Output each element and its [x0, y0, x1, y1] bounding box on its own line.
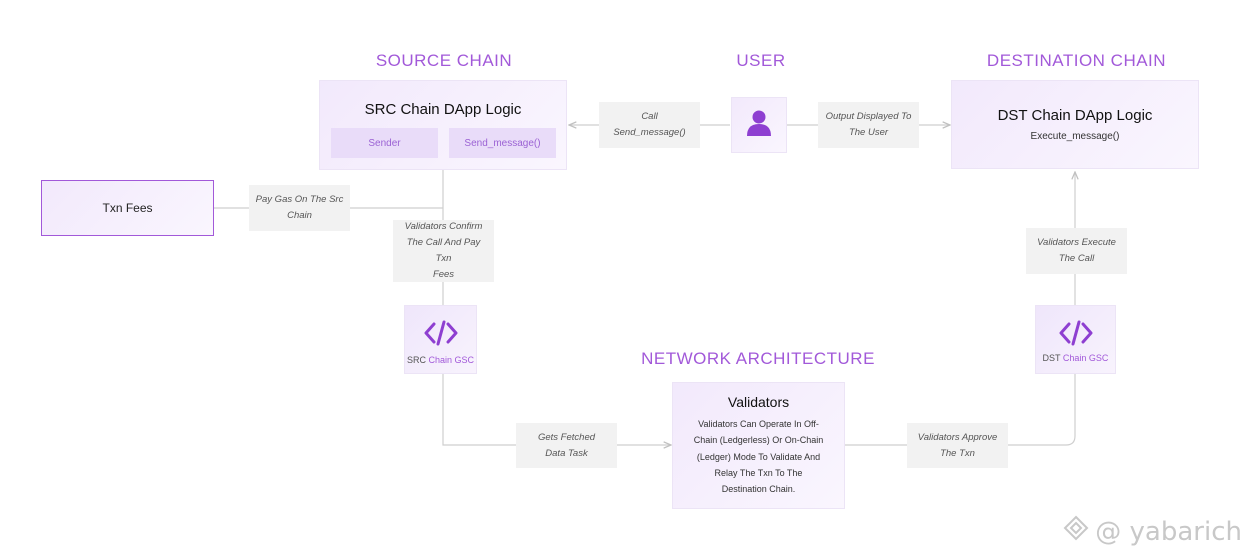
watermark: @ yabarich [1063, 515, 1242, 548]
call-send-message-label: Call Send_message() [599, 102, 700, 148]
gets-fetched-label: Gets Fetched Data Task [516, 423, 617, 468]
call-label-line1: Call [641, 111, 658, 122]
src-dapp-title: SRC Chain DApp Logic [364, 101, 522, 118]
validators-title: Validators [727, 394, 790, 410]
user-box[interactable] [731, 97, 787, 153]
execute-message-text: Execute_message() [1030, 131, 1120, 142]
watermark-text: @ yabarich [1095, 516, 1242, 547]
pay-gas-label: Pay Gas On The Src Chain [249, 185, 350, 231]
fetched-line2: Data Task [545, 447, 588, 459]
src-chain-gsc-box[interactable]: SRC Chain GSC [404, 305, 477, 374]
confirm-line2: The Call And Pay Txn [406, 237, 481, 264]
execute-line2: The Call [1058, 253, 1095, 264]
confirm-line1: Validators Confirm [404, 221, 483, 232]
dst-dapp-title: DST Chain DApp Logic [997, 107, 1153, 124]
fetched-line1: Gets Fetched [537, 431, 596, 443]
validators-desc-line4: Relay The Txn To The [714, 467, 803, 478]
section-title-source: SOURCE CHAIN [375, 51, 513, 70]
section-title-user: USER [736, 51, 786, 70]
validators-confirm-label: Validators Confirm The Call And Pay Txn … [393, 220, 494, 282]
execute-line1: Validators Execute [1037, 237, 1116, 248]
code-icon [1036, 320, 1115, 351]
section-title-destination: DESTINATION CHAIN [986, 51, 1167, 70]
dst-gsc-suffix: Chain GSC [1062, 353, 1109, 363]
txn-fees-box[interactable]: Txn Fees [41, 180, 214, 236]
dst-dapp-logic-box[interactable]: DST Chain DApp Logic Execute_message() [951, 80, 1199, 169]
sender-pill[interactable]: Sender [331, 128, 438, 158]
output-label-line2: The User [848, 127, 889, 138]
validators-desc-line5: Destination Chain. [721, 484, 796, 495]
pay-gas-line1: Pay Gas On The Src [255, 194, 344, 205]
dst-chain-gsc-box[interactable]: DST Chain GSC [1035, 305, 1116, 374]
src-gsc-suffix: Chain GSC [428, 355, 475, 365]
src-dapp-logic-box[interactable]: SRC Chain DApp Logic Sender Send_message… [319, 80, 567, 170]
watermark-logo-icon [1063, 515, 1089, 548]
send-message-pill[interactable]: Send_message() [449, 128, 556, 158]
validators-box[interactable]: Validators Validators Can Operate In Off… [672, 382, 845, 509]
validators-approve-label: Validators Approve The Txn [907, 423, 1008, 468]
call-label-line2: Send_message() [613, 127, 686, 138]
dst-gsc-label: DST Chain GSC [1036, 353, 1115, 363]
src-gsc-label: SRC Chain GSC [405, 355, 476, 365]
validators-execute-label: Validators Execute The Call [1026, 228, 1127, 274]
dst-gsc-prefix: DST [1042, 353, 1061, 363]
confirm-line3: Fees [432, 269, 455, 280]
output-displayed-label: Output Displayed To The User [818, 102, 919, 148]
validators-desc-line3: (Ledger) Mode To Validate And [696, 451, 821, 462]
code-icon [405, 320, 476, 351]
output-label-line1: Output Displayed To [825, 111, 912, 122]
validators-desc-line1: Validators Can Operate In Off- [698, 419, 819, 429]
validators-description: Validators Can Operate In Off- Chain (Le… [673, 416, 844, 497]
approve-line2: The Txn [940, 447, 975, 459]
validators-desc-line2: Chain (Ledgerless) Or On-Chain [693, 435, 824, 446]
approve-line1: Validators Approve [917, 431, 998, 443]
section-title-network: NETWORK ARCHITECTURE [641, 349, 875, 368]
line-validators-to-dst-gsc [845, 374, 1076, 446]
pay-gas-line2: Chain [287, 210, 312, 221]
user-icon [746, 109, 772, 142]
src-gsc-prefix: SRC [406, 355, 426, 365]
